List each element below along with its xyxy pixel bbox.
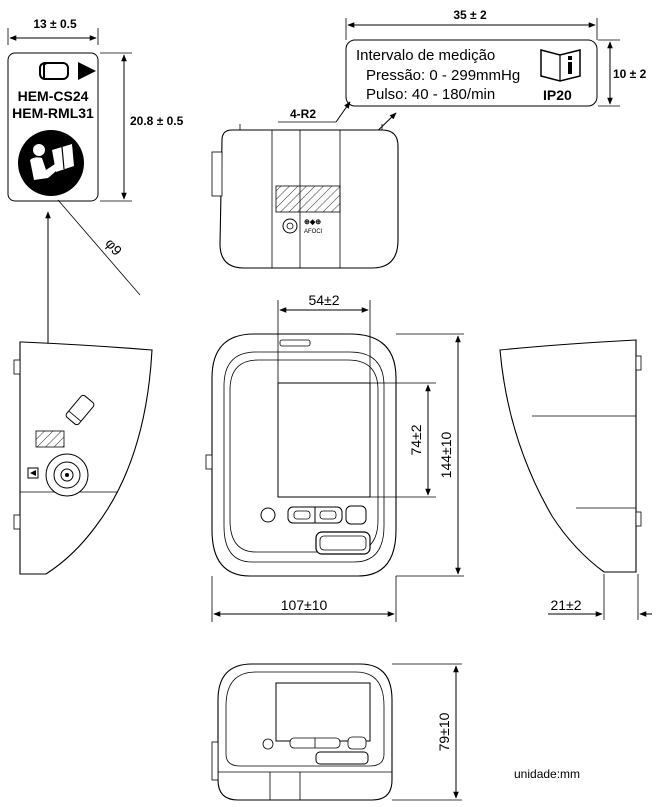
spec-title: Intervalo de medição xyxy=(356,47,495,64)
ip-rating: IP20 xyxy=(543,87,572,103)
info-book-icon xyxy=(540,49,581,82)
right-side-view: 21±2 xyxy=(499,339,652,620)
bottom-height-dim: 79±10 xyxy=(436,712,452,751)
top-view: ⊕◆⊕ AFOCI xyxy=(211,124,399,269)
bottom-view: 79±10 xyxy=(211,663,462,801)
depth-dim: 21±2 xyxy=(550,597,581,613)
corner-radius-dim: 4-R2 xyxy=(290,107,316,121)
overall-height-dim: 144±10 xyxy=(438,431,454,478)
spec-pressure: Pressão: 0 - 299mmHg xyxy=(366,67,520,84)
model-name-2: HEM-RML31 xyxy=(12,105,94,121)
cuff-tube-icon xyxy=(39,62,69,80)
label-plate: 13 ± 0.5 HEM-CS24 HEM-RML31 20.8 ± 0.5 φ… xyxy=(7,17,184,432)
start-arrow-icon xyxy=(78,62,96,80)
display-width-dim: 54±2 xyxy=(308,292,339,308)
read-manual-icon xyxy=(18,130,84,196)
port-marking: AFOCI xyxy=(304,229,323,235)
front-view: 54±2 74±2 144±10 107±10 xyxy=(205,292,464,622)
spec-pulse: Pulso: 40 - 180/min xyxy=(366,86,495,103)
left-side-view xyxy=(13,341,153,575)
overall-width-dim: 107±10 xyxy=(281,597,328,613)
spec-plate-height-dim: 10 ± 2 xyxy=(613,67,647,81)
label-plate-height-dim: 20.8 ± 0.5 xyxy=(130,114,184,128)
unit-note: unidade:mm xyxy=(514,767,580,781)
spec-plate-width-dim: 35 ± 2 xyxy=(453,8,487,22)
label-plate-width-dim: 13 ± 0.5 xyxy=(33,17,77,31)
model-name-1: HEM-CS24 xyxy=(18,88,89,104)
spec-plate: 35 ± 2 Intervalo de medição Pressão: 0 -… xyxy=(278,8,647,201)
display-height-dim: 74±2 xyxy=(408,424,424,455)
port-symbol-icon: ⊕◆⊕ xyxy=(304,219,321,226)
